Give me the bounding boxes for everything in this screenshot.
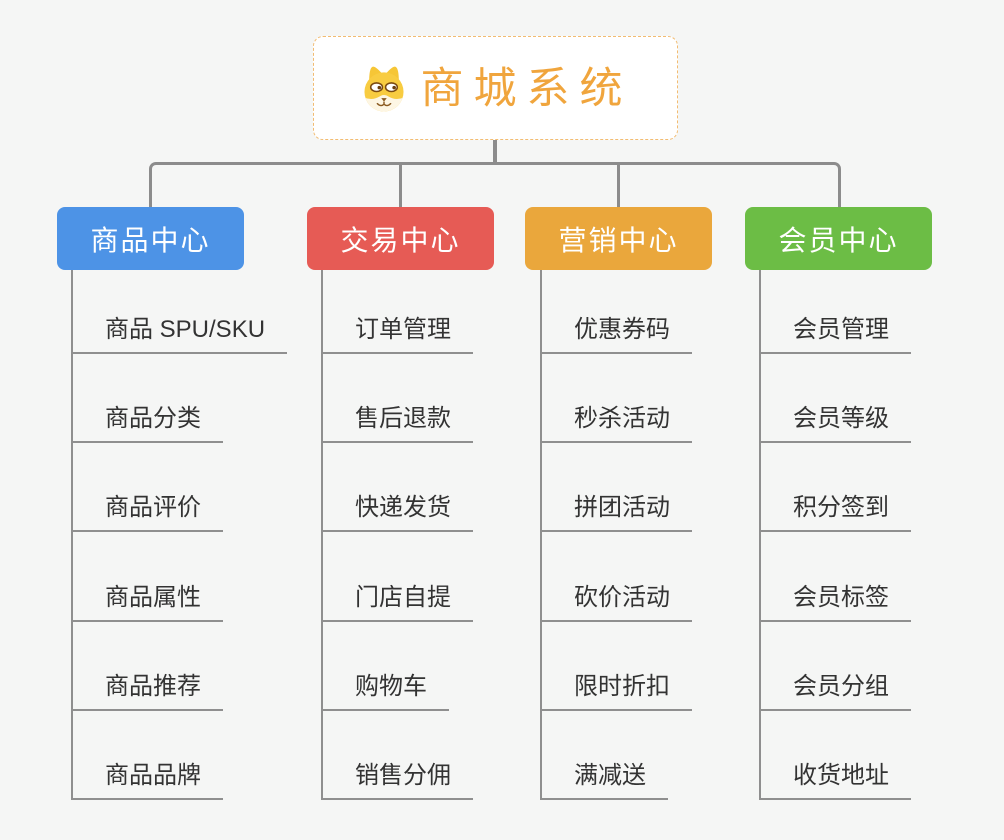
branch-bus-line — [149, 162, 841, 208]
trunk-line — [321, 270, 323, 800]
node-item[interactable]: 销售分佣 — [321, 761, 473, 800]
branch-node-marketing-center[interactable]: 营销中心 — [525, 207, 712, 270]
root-title: 商城系统 — [420, 64, 633, 113]
node-item[interactable]: 会员标签 — [759, 583, 911, 622]
branch-drop-line — [617, 162, 620, 208]
node-item[interactable]: 砍价活动 — [540, 583, 692, 622]
node-item[interactable]: 订单管理 — [321, 315, 473, 354]
node-item[interactable]: 购物车 — [321, 672, 449, 711]
node-item[interactable]: 秒杀活动 — [540, 404, 692, 443]
branch-node-member-center[interactable]: 会员中心 — [745, 207, 932, 270]
node-item[interactable]: 商品评价 — [71, 493, 223, 532]
root-connector-line — [493, 140, 497, 164]
node-item[interactable]: 商品分类 — [71, 404, 223, 443]
root-node[interactable]: 商城系统 — [313, 36, 678, 140]
branch-node-trade-center[interactable]: 交易中心 — [307, 207, 494, 270]
node-item[interactable]: 门店自提 — [321, 583, 473, 622]
trunk-line — [71, 270, 73, 800]
node-item[interactable]: 收货地址 — [759, 761, 911, 800]
node-item[interactable]: 优惠券码 — [540, 315, 692, 354]
branch-node-product-center[interactable]: 商品中心 — [57, 207, 244, 270]
node-item[interactable]: 满减送 — [540, 761, 668, 800]
node-item[interactable]: 限时折扣 — [540, 672, 692, 711]
trunk-line — [540, 270, 542, 800]
node-item[interactable]: 积分签到 — [759, 493, 911, 532]
node-item[interactable]: 会员等级 — [759, 404, 911, 443]
node-item[interactable]: 快递发货 — [321, 493, 473, 532]
node-item[interactable]: 售后退款 — [321, 404, 473, 443]
node-item[interactable]: 拼团活动 — [540, 493, 692, 532]
trunk-line — [759, 270, 761, 800]
shiba-dog-face-icon — [363, 66, 404, 112]
node-item[interactable]: 会员分组 — [759, 672, 911, 711]
node-item[interactable]: 商品品牌 — [71, 761, 223, 800]
branch-drop-line — [399, 162, 402, 208]
node-item[interactable]: 商品推荐 — [71, 672, 223, 711]
node-item[interactable]: 会员管理 — [759, 315, 911, 354]
node-item[interactable]: 商品属性 — [71, 583, 223, 622]
node-item[interactable]: 商品 SPU/SKU — [71, 315, 288, 354]
